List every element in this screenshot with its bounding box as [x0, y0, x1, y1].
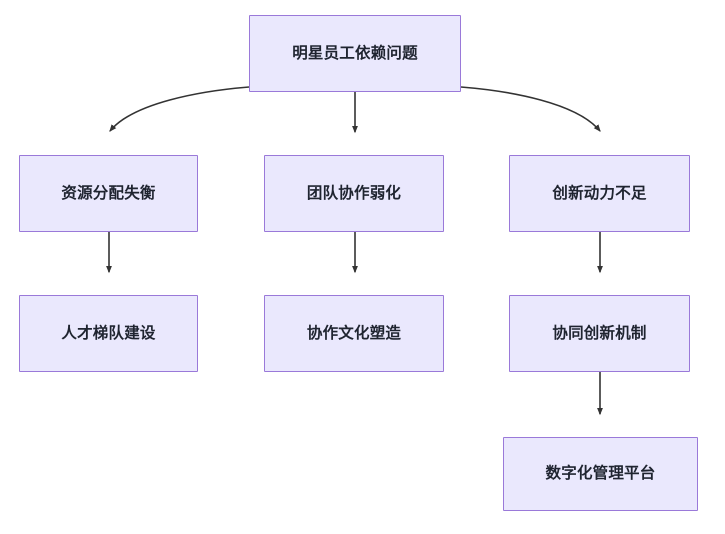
- node-platform[interactable]: 数字化管理平台: [503, 437, 698, 511]
- edge-root-to-innovation: [460, 86, 601, 132]
- node-culture[interactable]: 协作文化塑造: [264, 295, 444, 372]
- node-platform-label: 数字化管理平台: [545, 465, 656, 483]
- node-innovation-label: 创新动力不足: [552, 184, 647, 202]
- node-innovation[interactable]: 创新动力不足: [509, 155, 690, 232]
- node-resource[interactable]: 资源分配失衡: [19, 155, 198, 232]
- node-mechanism[interactable]: 协同创新机制: [509, 295, 690, 372]
- node-culture-label: 协作文化塑造: [306, 324, 402, 342]
- node-root-label: 明星员工依赖问题: [292, 44, 418, 62]
- node-teamwork-label: 团队协作弱化: [306, 184, 402, 202]
- node-talent-label: 人才梯队建设: [61, 324, 156, 342]
- node-resource-label: 资源分配失衡: [61, 184, 156, 202]
- node-root[interactable]: 明星员工依赖问题: [249, 15, 461, 92]
- edge-root-to-resource: [109, 86, 250, 132]
- node-mechanism-label: 协同创新机制: [552, 324, 647, 342]
- node-talent[interactable]: 人才梯队建设: [19, 295, 198, 372]
- node-teamwork[interactable]: 团队协作弱化: [264, 155, 444, 232]
